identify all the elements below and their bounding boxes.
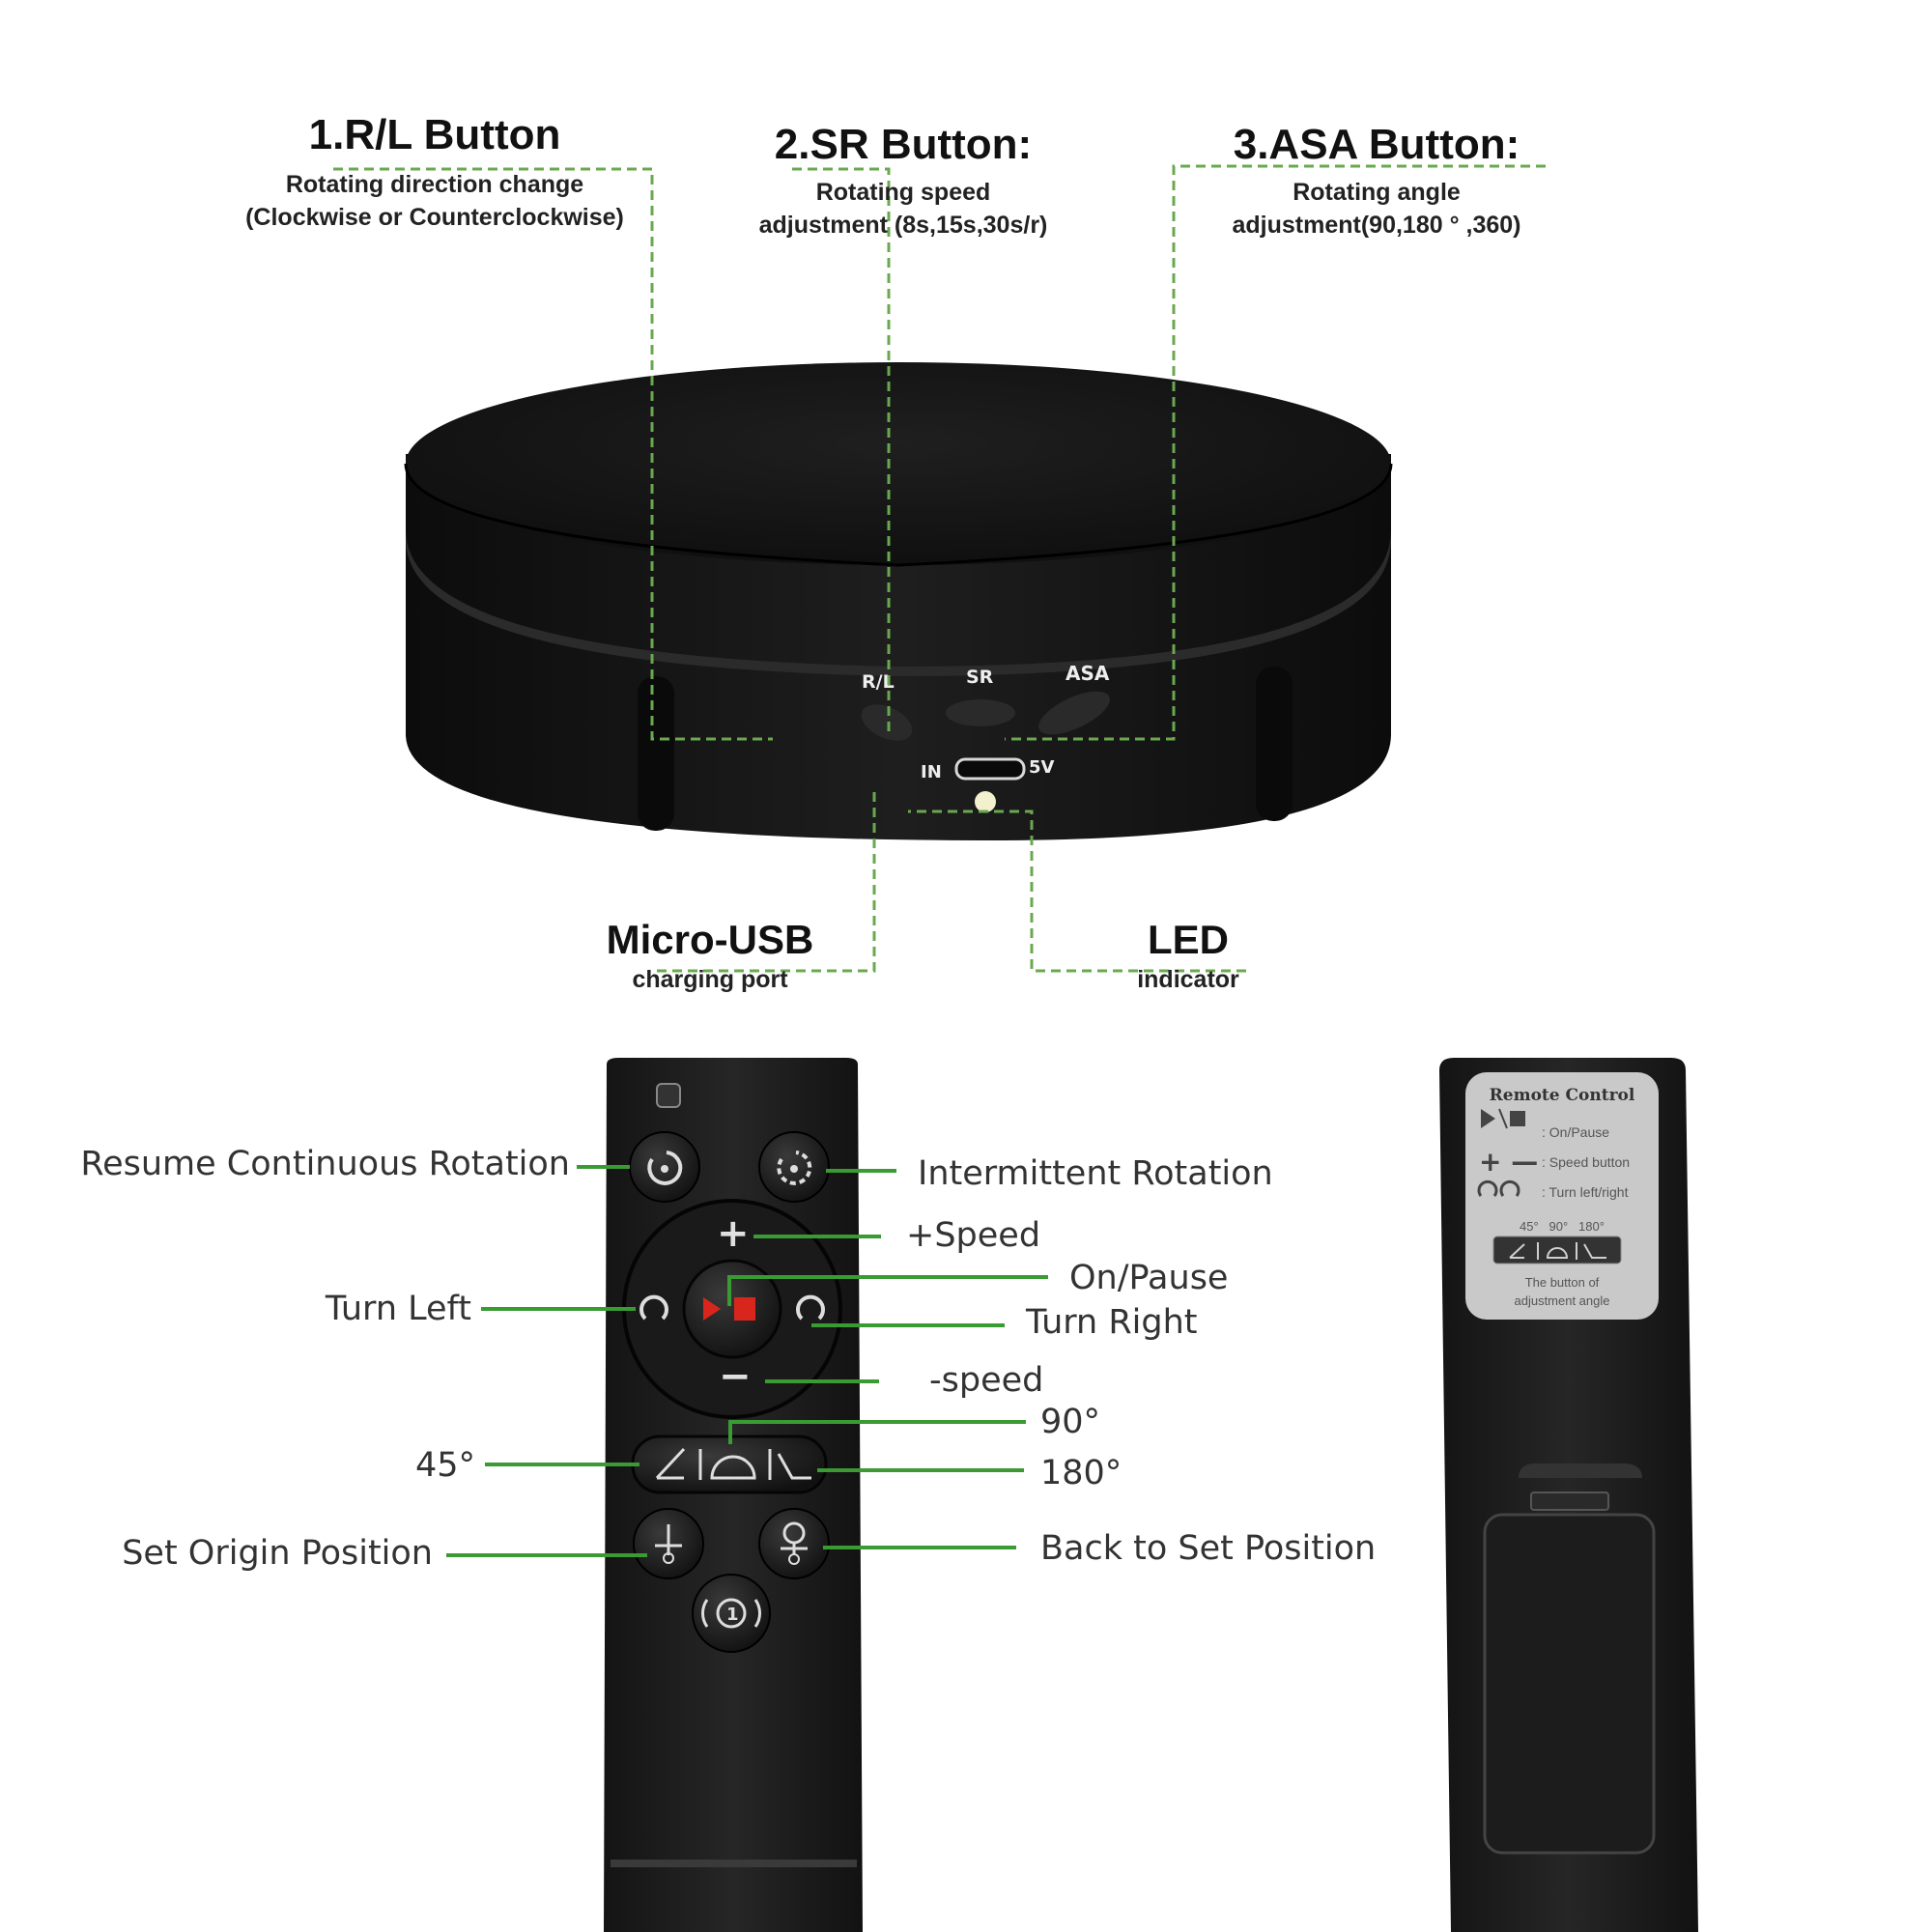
power-button (692, 1574, 771, 1653)
leader-rl (333, 167, 773, 741)
led-title: LED (1148, 917, 1229, 962)
battery-cover (1483, 1513, 1656, 1855)
power-icon (716, 1598, 747, 1629)
body-label-asa: ASA (1065, 662, 1110, 685)
body-label-sr: SR (966, 667, 994, 688)
asa-hardware-button (1038, 691, 1110, 735)
resume-rotation-label: Resume Continuous Rotation (80, 1145, 570, 1183)
micro-usb-callout: Micro-USB charging port (580, 920, 840, 994)
leader-sr (792, 167, 891, 734)
body-label-rl: R/L (862, 671, 895, 693)
angle-45-icon (655, 1447, 686, 1480)
leader-usb (657, 787, 876, 973)
micro-usb-port (954, 757, 1026, 781)
speed-down-label: -speed (929, 1361, 1044, 1400)
angle-button-bar (631, 1435, 828, 1494)
plus-icon[interactable]: + (717, 1211, 750, 1256)
speed-up-label: +Speed (906, 1216, 1041, 1255)
turn-left-icon (639, 1294, 668, 1321)
sr-button-callout: 2.SR Button: Rotating speed adjustment (… (729, 124, 1077, 242)
rl-button-desc-1: Rotating direction change (285, 171, 584, 198)
rl-button-title: 1.R/L Button (308, 111, 561, 158)
set-origin-label: Set Origin Position (122, 1534, 433, 1573)
rl-hardware-button (861, 704, 913, 741)
asa-button-desc-1: Rotating angle (1293, 179, 1461, 206)
intermittent-rotation-label: Intermittent Rotation (918, 1154, 1273, 1193)
remote-leader-lines (446, 1165, 1048, 1557)
led-light (975, 791, 996, 812)
sr-button-desc-2: adjustment (8s,15s,30s/r) (758, 212, 1048, 239)
deg-45-label: 45° (414, 1446, 475, 1485)
remote-back-row-3: : Turn left/right (1542, 1184, 1629, 1200)
turn-right-icon (796, 1294, 825, 1321)
asa-button-title: 3.ASA Button: (1233, 121, 1520, 168)
asa-button-callout: 3.ASA Button: Rotating angle adjustment(… (1198, 124, 1555, 242)
micro-usb-title: Micro-USB (606, 917, 814, 962)
sr-hardware-button (946, 699, 1015, 726)
turn-right-label: Turn Right (1026, 1303, 1198, 1342)
back-to-set-icon (788, 1553, 800, 1565)
svg-text:1: 1 (726, 1605, 739, 1625)
back-to-set-label: Back to Set Position (1040, 1529, 1377, 1568)
deg-90-label: 90° (1040, 1403, 1101, 1441)
rl-button-callout: 1.R/L Button Rotating direction change (… (222, 114, 647, 234)
play-icon (703, 1297, 721, 1321)
svg-text:+ —: + — (1479, 1146, 1538, 1178)
angle-180-icon (777, 1453, 811, 1480)
stop-icon (734, 1297, 755, 1321)
resume-icon (647, 1151, 683, 1185)
leader-asa (1005, 164, 1546, 741)
remote-back-title: Remote Control (1489, 1086, 1635, 1105)
angle-90-icon (710, 1455, 756, 1480)
body-label-5v: 5V (1029, 757, 1055, 778)
leader-led (908, 810, 1246, 973)
minus-icon[interactable]: − (719, 1354, 752, 1399)
remote-front: + − 1 (604, 1058, 863, 1932)
remote-back-footer-2: adjustment angle (1514, 1293, 1610, 1308)
ir-indicator-icon (656, 1083, 681, 1108)
sr-button-title: 2.SR Button: (774, 121, 1033, 168)
turn-left-label: Turn Left (325, 1290, 471, 1328)
micro-usb-sub: charging port (632, 966, 788, 993)
intermittent-icon (777, 1151, 812, 1185)
remote-back-row-1: : On/Pause (1542, 1124, 1610, 1140)
led-sub: indicator (1137, 966, 1239, 993)
remote-back-footer-1: The button of (1524, 1275, 1600, 1290)
remote-back-angles: 45° 90° 180° (1520, 1219, 1605, 1234)
rl-button-desc-2: (Clockwise or Counterclockwise) (245, 204, 624, 231)
on-pause-button (682, 1259, 782, 1359)
turntable-body: R/L SR ASA IN 5V (404, 362, 1393, 840)
led-callout: LED indicator (1092, 920, 1285, 994)
deg-180-label: 180° (1040, 1454, 1122, 1492)
body-label-in: IN (921, 762, 942, 782)
on-pause-label: On/Pause (1069, 1259, 1229, 1297)
device-leader-lines (333, 164, 1546, 973)
asa-button-desc-2: adjustment(90,180 ° ,360) (1232, 212, 1521, 239)
remote-back: + — (1439, 1058, 1698, 1932)
remote-back-row-2: : Speed button (1542, 1154, 1631, 1170)
set-origin-icon (663, 1552, 674, 1564)
sr-button-desc-1: Rotating speed (815, 179, 991, 206)
